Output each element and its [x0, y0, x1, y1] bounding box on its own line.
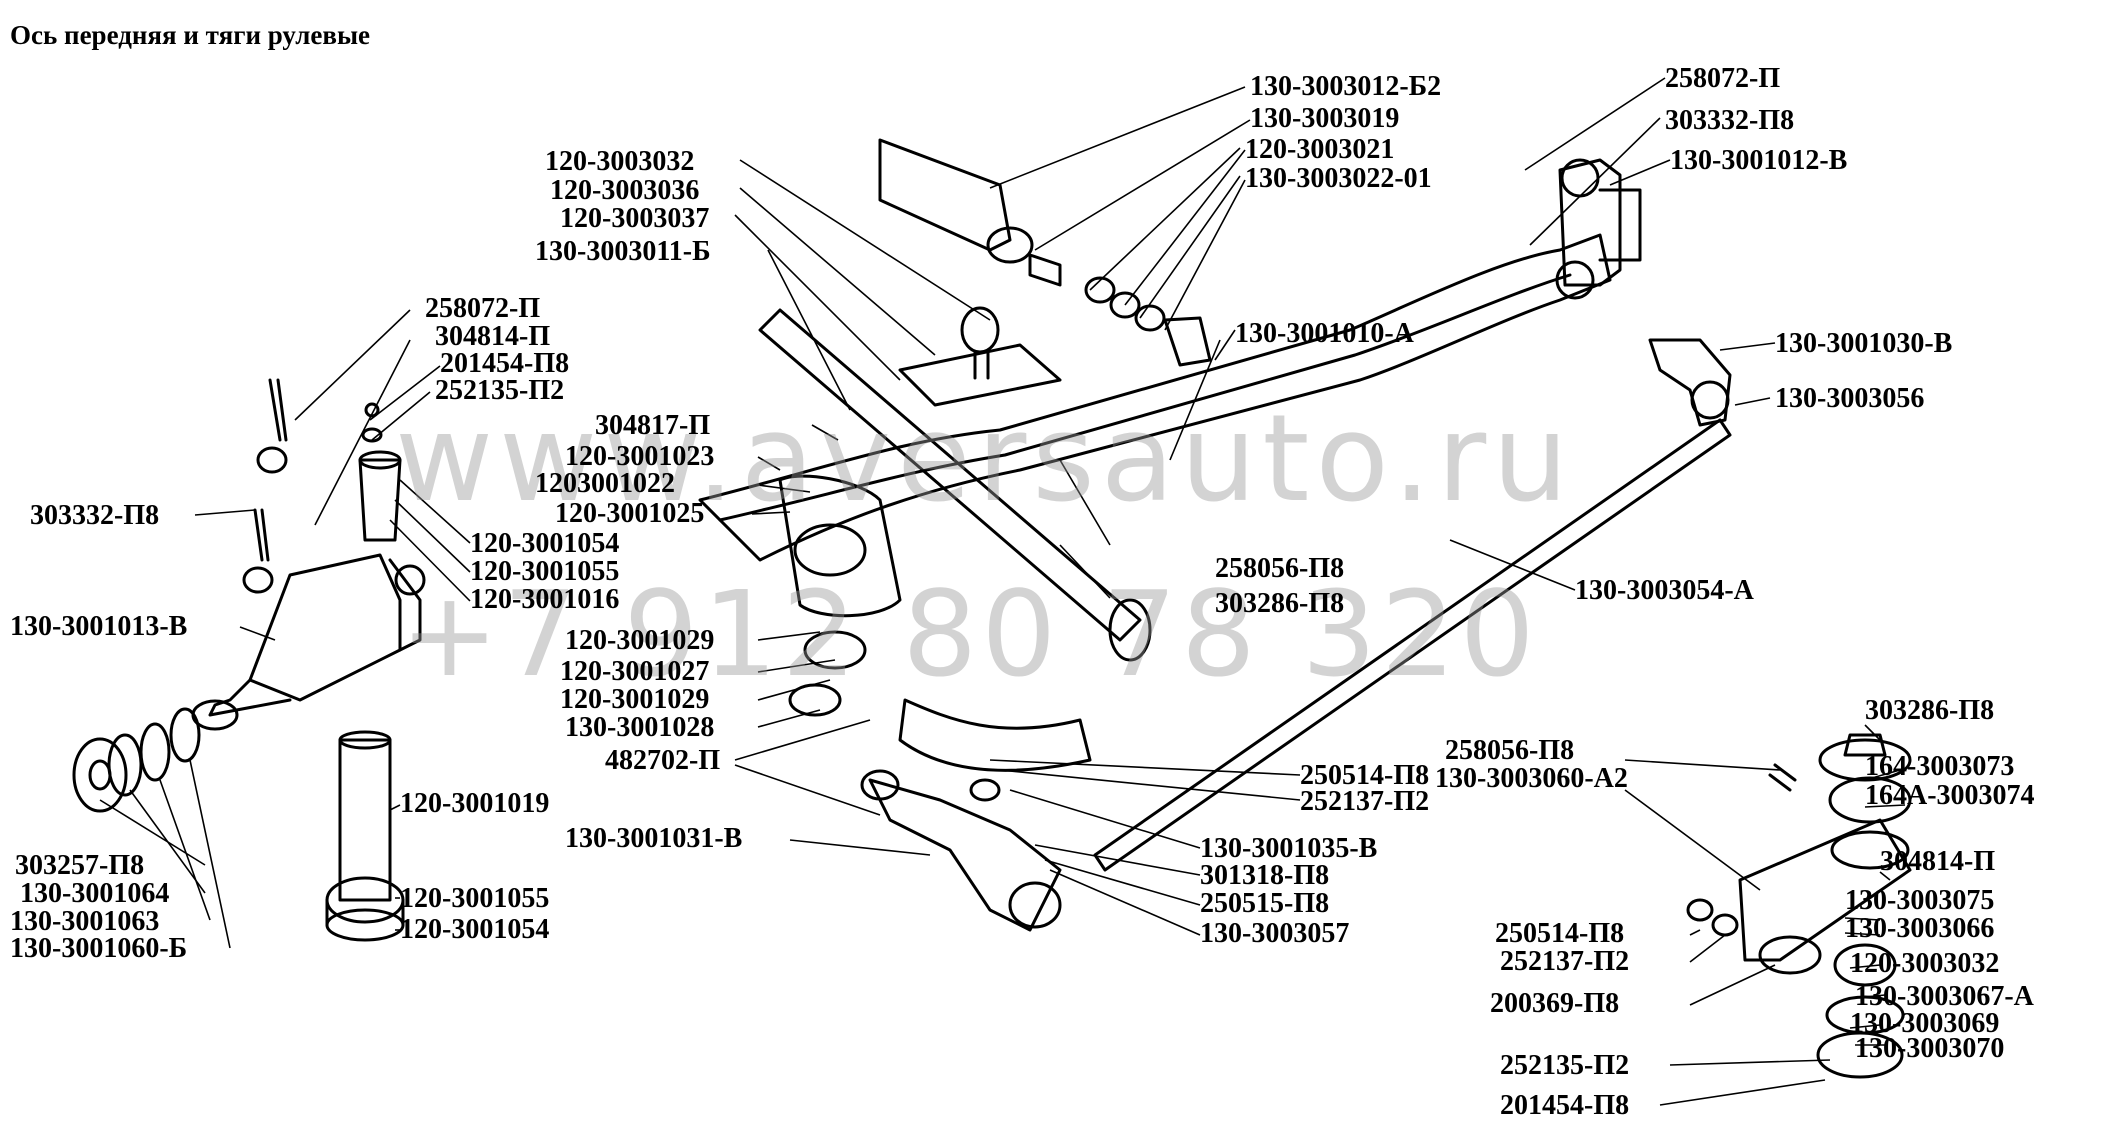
part-label: 120-3003021	[1245, 134, 1395, 165]
left-spindle	[208, 678, 292, 717]
part-label: 250514-П8	[1495, 918, 1625, 949]
left-tie-bar	[758, 308, 1142, 642]
part-label: 130-3001012-В	[1670, 145, 1848, 176]
part-label: 130-3003056	[1775, 383, 1925, 414]
part-label: 258056-П8	[1445, 735, 1575, 766]
part-label: 304817-П	[595, 410, 711, 441]
axle-beam	[698, 233, 1612, 562]
part-label: 301318-П8	[1200, 860, 1330, 891]
part-label: 303332-П8	[1665, 105, 1795, 136]
part-label: 130-3001031-В	[565, 823, 743, 854]
part-label: 250514-П8	[1300, 760, 1430, 791]
steering-arm-top	[878, 138, 1012, 252]
part-label: 482702-П	[605, 745, 721, 776]
part-label: 120-3001025	[555, 498, 705, 529]
part-label: 130-3003070	[1855, 1033, 2005, 1064]
tie-rod-end-right	[1738, 818, 1912, 962]
part-label: 252137-П2	[1300, 786, 1430, 817]
part-label: 201454-П8	[1500, 1090, 1630, 1121]
part-label: 252135-П2	[1500, 1050, 1630, 1081]
part-label: 303332-П8	[30, 500, 160, 531]
part-label: 200369-П8	[1490, 988, 1620, 1019]
left-kingpin-housing	[778, 474, 902, 618]
right-knuckle	[1558, 158, 1622, 287]
part-label: 120-3001023	[565, 441, 715, 472]
part-label: 120-3001055	[400, 883, 550, 914]
part-label: 120-3003037	[560, 203, 710, 234]
part-label: 130-3003066	[1845, 913, 1995, 944]
part-label: 304814-П	[435, 321, 551, 352]
part-label: 130-3001060-Б	[10, 933, 188, 964]
page-title: Ось передняя и тяги рулевые	[10, 20, 371, 50]
part-label: 120-3003032	[1850, 948, 2000, 979]
ball-plate	[898, 343, 1062, 407]
part-label: 258056-П8	[1215, 553, 1345, 584]
part-label: 120-3001029	[565, 625, 715, 656]
left-kingpin	[338, 738, 392, 902]
part-label: 120-3001027	[560, 656, 710, 687]
part-label: 120-3003032	[545, 146, 695, 177]
part-label: 130-3001063	[10, 906, 160, 937]
part-label: 130-3001030-В	[1775, 328, 1953, 359]
part-label: 303286-П8	[1215, 588, 1345, 619]
part-label: 120-3001029	[560, 684, 710, 715]
part-label: 303257-П8	[15, 850, 145, 881]
part-label: 130-3003054-А	[1575, 575, 1754, 606]
part-label: 130-3003067-А	[1855, 981, 2034, 1012]
part-label: 130-3001013-В	[10, 611, 188, 642]
part-label: 120-3003036	[550, 175, 700, 206]
part-label: 252137-П2	[1500, 946, 1630, 977]
part-label: 164А-3003074	[1865, 780, 2035, 811]
tie-rod-end-left	[868, 778, 1062, 932]
part-label: 130-3001064	[20, 878, 170, 909]
part-label: 130-3003075	[1845, 885, 1995, 916]
part-label: 130-3003057	[1200, 918, 1350, 949]
part-label: 130-3003012-Б2	[1250, 71, 1442, 102]
part-label: 130-3003011-Б	[535, 236, 711, 267]
part-label: 252135-П2	[435, 375, 565, 406]
part-label: 120-3001054	[400, 914, 550, 945]
part-label: 120-3001054	[470, 528, 620, 559]
part-label: 120-3001016	[470, 584, 620, 615]
part-label: 303286-П8	[1865, 695, 1995, 726]
part-label: 120-3001055	[470, 556, 620, 587]
part-label: 130-3001010-А	[1235, 318, 1414, 349]
part-label: 201454-П8	[440, 348, 570, 379]
part-label: 130-3001035-В	[1200, 833, 1378, 864]
part-label: 130-3001028	[565, 712, 715, 743]
part-label: 250515-П8	[1200, 888, 1330, 919]
part-label: 130-3003060-А2	[1435, 763, 1628, 794]
part-label: 1203001022	[535, 468, 675, 499]
part-label: 120-3001019	[400, 788, 550, 819]
part-label: 164-3003073	[1865, 751, 2015, 782]
part-label: 258072-П	[425, 293, 541, 324]
part-label: 130-3003022-01	[1245, 163, 1432, 194]
part-label: 258072-П	[1665, 63, 1781, 94]
part-label: 130-3003019	[1250, 103, 1400, 134]
part-label: 130-3003069	[1850, 1008, 2000, 1039]
part-label: 304814-П	[1880, 846, 1996, 877]
